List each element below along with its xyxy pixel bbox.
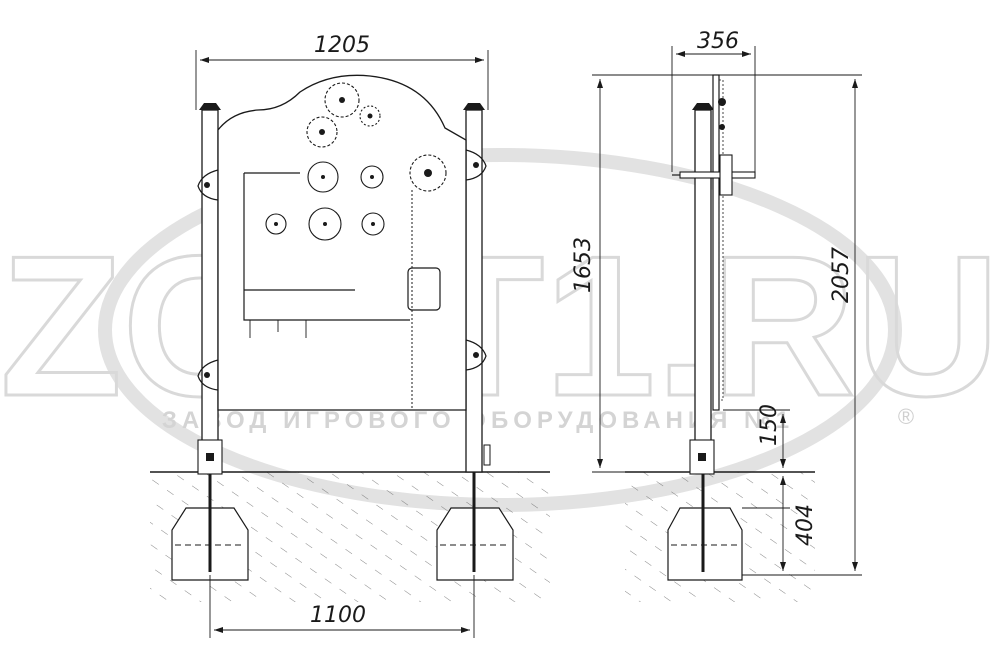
dimension-label-overall-width: 1205 (314, 33, 370, 58)
discs (265, 161, 385, 241)
dimension-depth: 356 (671, 29, 756, 172)
front-foundation-left (171, 472, 249, 581)
front-panel-outline (217, 74, 467, 411)
rail-frame (243, 172, 441, 410)
side-view: 356 1653 2057 150 404 (571, 29, 862, 581)
side-panel (672, 74, 756, 411)
dimension-label-foundation-depth: 404 (793, 504, 818, 546)
dimension-ground-clearance: 150 (723, 404, 790, 468)
dimension-label-depth: 356 (697, 29, 739, 54)
front-foundation-right (436, 472, 514, 581)
dimension-post-spacing: 1100 (209, 575, 475, 638)
watermark-logo: ZONT1.RU (0, 215, 1000, 438)
front-view: 1205 1100 (171, 33, 514, 638)
dimension-foundation-depth: 404 (742, 476, 818, 571)
watermark: ZONT1.RU ЗАВОД ИГРОВОГО ОБОРУДОВАНИЯ №1 … (0, 148, 1000, 512)
dimension-total-height: 2057 (719, 74, 862, 576)
dimension-label-panel-height: 1653 (571, 237, 596, 293)
front-brackets (197, 149, 487, 391)
side-foundation (667, 472, 743, 581)
front-post-right (463, 103, 491, 473)
dimension-overall-width: 1205 (195, 33, 489, 110)
dimension-label-ground-clearance: 150 (757, 404, 782, 446)
dimension-panel-height: 1653 (571, 74, 713, 473)
dimension-label-post-spacing: 1100 (310, 603, 366, 628)
dimension-label-total-height: 2057 (829, 247, 854, 303)
gear-cluster (306, 82, 447, 192)
registered-mark: ® (898, 404, 914, 429)
side-post (689, 103, 715, 475)
